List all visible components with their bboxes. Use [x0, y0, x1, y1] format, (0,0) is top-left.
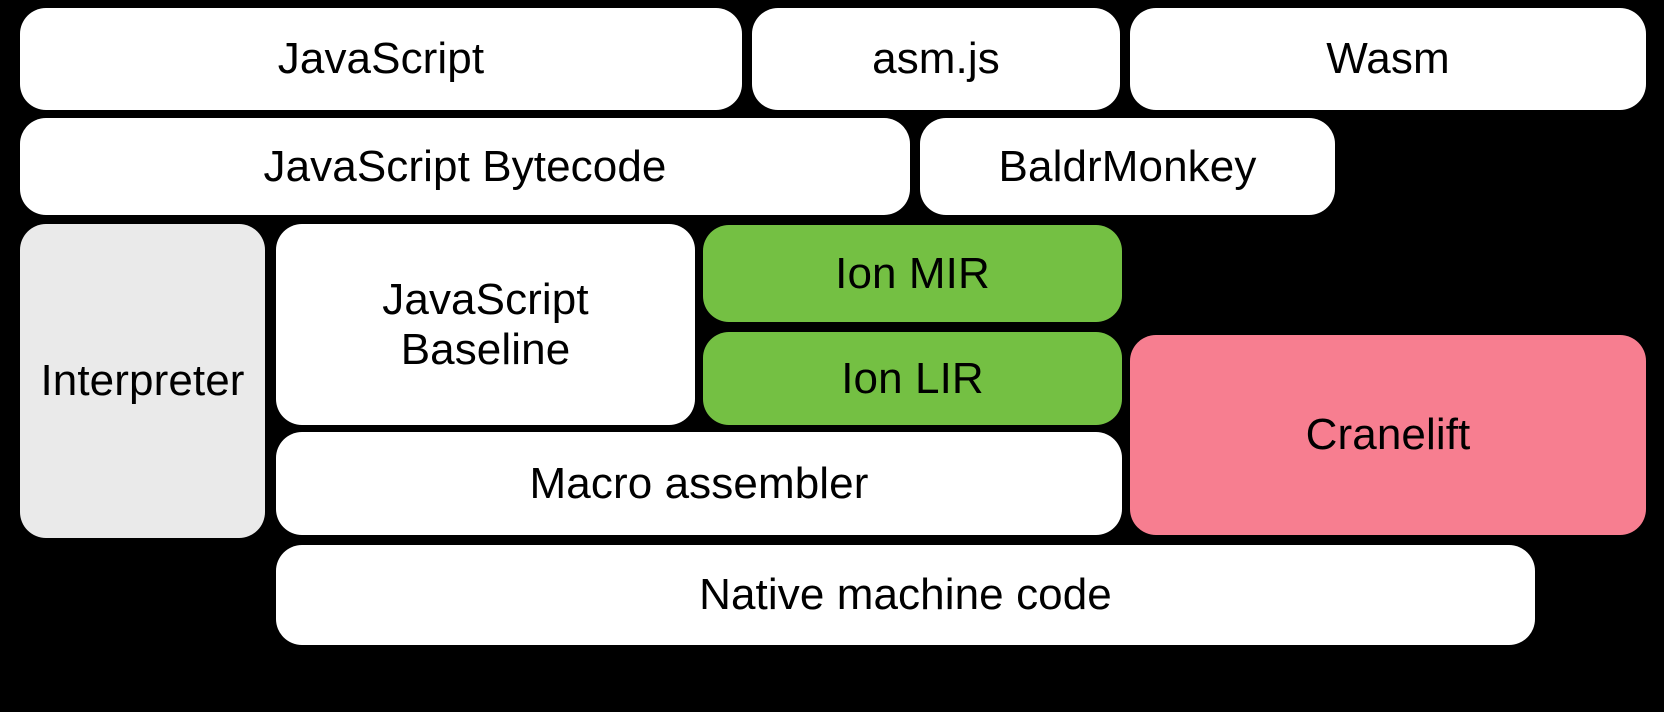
- node-cranelift[interactable]: Cranelift: [1130, 335, 1646, 535]
- node-javascript-bytecode[interactable]: JavaScript Bytecode: [20, 118, 910, 215]
- node-interpreter[interactable]: Interpreter: [20, 224, 265, 538]
- node-wasm[interactable]: Wasm: [1130, 8, 1646, 110]
- node-javascript[interactable]: JavaScript: [20, 8, 742, 110]
- node-baldrmonkey[interactable]: BaldrMonkey: [920, 118, 1335, 215]
- node-ion-mir[interactable]: Ion MIR: [703, 225, 1122, 322]
- node-javascript-baseline[interactable]: JavaScript Baseline: [276, 224, 695, 425]
- node-macro-assembler[interactable]: Macro assembler: [276, 432, 1122, 535]
- node-asmjs[interactable]: asm.js: [752, 8, 1120, 110]
- node-native-machine-code[interactable]: Native machine code: [276, 545, 1535, 645]
- node-ion-lir[interactable]: Ion LIR: [703, 332, 1122, 425]
